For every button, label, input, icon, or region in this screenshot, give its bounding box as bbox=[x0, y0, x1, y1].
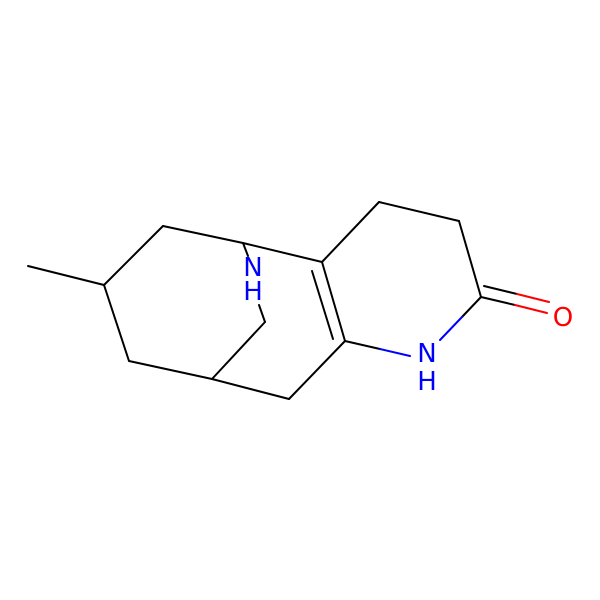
bond-c-c bbox=[458, 220, 482, 298]
bond-c-n-bridge bbox=[242, 242, 249, 257]
bond-c-c bbox=[378, 201, 460, 222]
bond-c-c bbox=[103, 284, 130, 362]
bond-c-c bbox=[162, 225, 244, 244]
atom-n-ring: N bbox=[417, 339, 436, 369]
bond-c-o bbox=[514, 304, 548, 314]
bond-c-c bbox=[128, 360, 213, 380]
bond-c-o-double bbox=[483, 285, 518, 295]
bond-c-n-bridge bbox=[258, 304, 266, 323]
atom-n-bridge: N bbox=[243, 253, 262, 283]
bond-c-n bbox=[344, 340, 381, 350]
bond-methyl bbox=[27, 265, 105, 286]
bond-c-c-double bbox=[321, 261, 346, 342]
bond-c-c bbox=[288, 340, 346, 400]
bond-c-c bbox=[321, 201, 380, 263]
bond-c-o bbox=[480, 296, 516, 306]
atom-h-ring: H bbox=[417, 367, 437, 397]
atom-h-bridge: H bbox=[243, 277, 263, 307]
atom-o: O bbox=[553, 303, 573, 333]
bond-c-n bbox=[439, 316, 463, 341]
bond-c-c bbox=[211, 321, 266, 380]
bond-c-c-double-inner bbox=[311, 270, 334, 340]
bond-c-n bbox=[379, 348, 411, 357]
bond-c-c bbox=[211, 378, 290, 400]
bond-c-n bbox=[461, 296, 482, 318]
bond-c-o-double bbox=[516, 293, 550, 303]
bond-c-c bbox=[103, 225, 164, 286]
bond-c-c bbox=[242, 242, 323, 263]
